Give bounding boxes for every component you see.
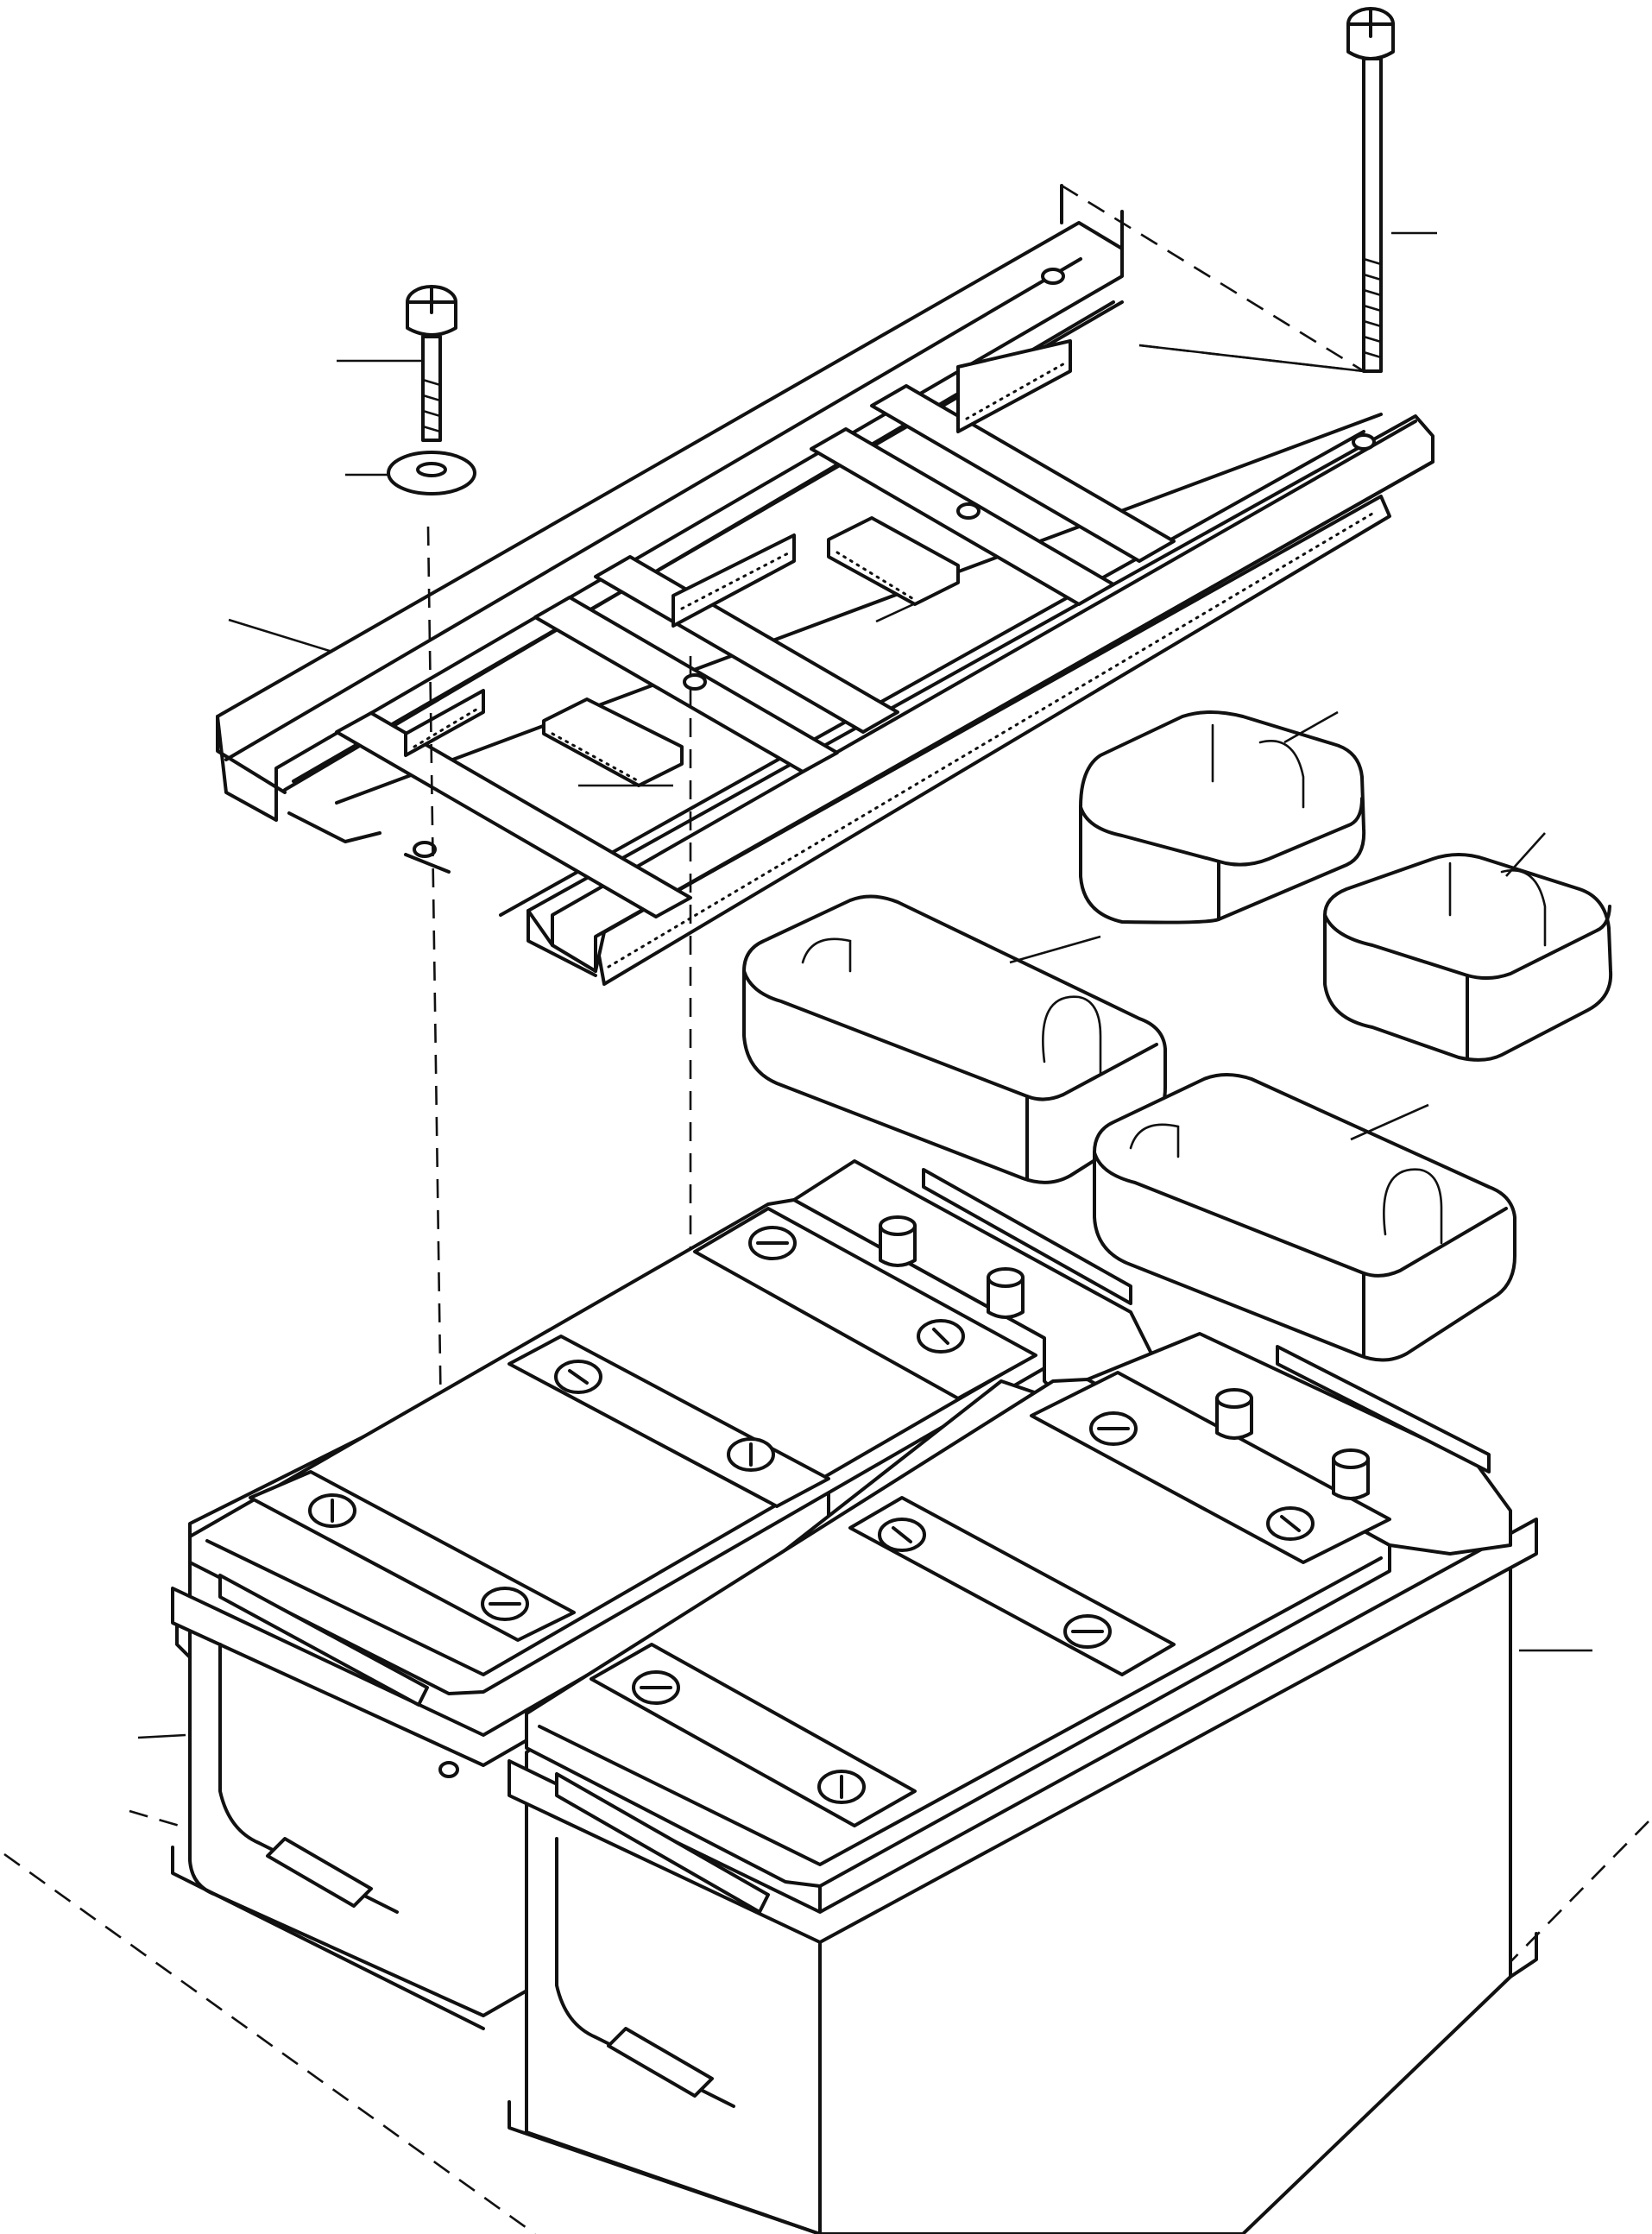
vent-cap-icon <box>308 1226 965 1621</box>
terminal-post-icon <box>1215 1388 1370 1500</box>
small-terminal-cover-back <box>1079 710 1366 925</box>
short-bolt-icon <box>406 285 457 442</box>
large-terminal-cover-right <box>1093 1073 1516 1362</box>
vent-cap-icon <box>632 1411 1315 1804</box>
long-bolt-icon <box>1346 7 1395 373</box>
washer-icon <box>387 451 476 495</box>
terminal-post-icon <box>879 1215 1025 1319</box>
small-terminal-cover-front <box>1323 832 1613 1062</box>
large-terminal-cover-left <box>742 894 1167 1184</box>
battery-hold-down-frame <box>216 184 1434 986</box>
battery-right <box>508 1332 1592 2234</box>
callout-leaders <box>137 231 1437 1739</box>
